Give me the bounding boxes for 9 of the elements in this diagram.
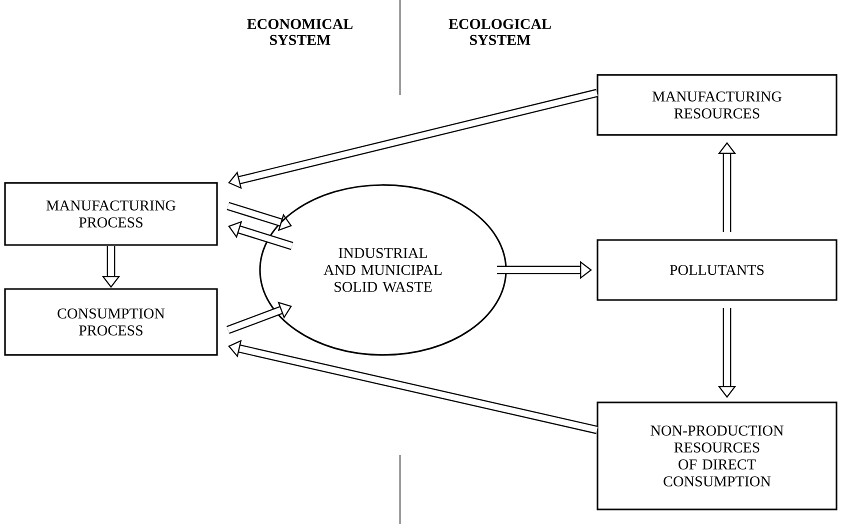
process-box: MANUFACTURING PROCESS <box>4 182 218 246</box>
hollow-arrow <box>228 88 598 190</box>
process-box: MANUFACTURING RESOURCES <box>596 74 838 136</box>
process-box: POLLUTANTS <box>596 239 838 301</box>
hollow-arrow <box>226 302 292 334</box>
process-box: NON-PRODUCTION RESOURCES OF DIRECT CONSUMPTION <box>596 402 838 510</box>
system-heading: ECOLOGICAL SYSTEM <box>448 19 551 45</box>
system-heading: ECONOMICAL SYSTEM <box>247 19 353 45</box>
process-box: CONSUMPTION PROCESS <box>4 288 218 356</box>
